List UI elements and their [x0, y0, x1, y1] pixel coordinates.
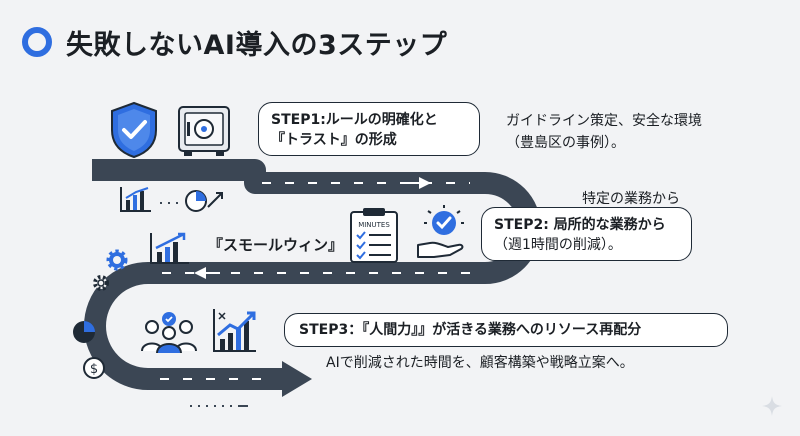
- step1-label-line2: 『トラスト』の形成: [271, 132, 397, 148]
- checklist-header: MINUTES: [358, 221, 390, 229]
- title-row: 失敗しないAI導入の3ステップ: [22, 20, 447, 64]
- team-icon: [141, 312, 197, 354]
- shield-check-icon: [111, 101, 157, 159]
- step2-bubble: STEP2: 局所的な業務から （週1時間の削減）。: [481, 207, 692, 261]
- step3-description: AIで削減された時間を、顧客構築や戦略立案へ。: [326, 355, 634, 371]
- step1-desc-line2: （豊島区の事例）。: [506, 135, 625, 151]
- step3-bubble: STEP3：『人間力』』が活きる業務へのリソース再配分: [284, 313, 728, 347]
- hand-check-icon: [417, 205, 464, 258]
- step2-label-line2: （週1時間の削減）。: [494, 237, 622, 253]
- svg-text:$: $: [90, 362, 98, 377]
- step2-pre-label: 特定の業務から: [582, 191, 680, 207]
- chart-up-icon: [213, 309, 256, 352]
- title-ring-icon: [22, 27, 52, 57]
- safe-icon: [178, 106, 230, 156]
- gear-icon-small: [93, 275, 109, 291]
- step1-bubble: STEP1:ルールの明確化と 『トラスト』の形成: [258, 102, 480, 156]
- bar-chart-icon: [120, 187, 151, 212]
- sparkle-icon: [762, 396, 782, 416]
- small-win-label: 『スモールウィン』: [208, 236, 344, 254]
- pie-chart-icon: [185, 190, 223, 212]
- step1-label-line1: STEP1:ルールの明確化と: [271, 112, 438, 128]
- pie-chart-icon-left: [73, 321, 95, 343]
- gear-icon: [106, 249, 128, 271]
- step1-desc-line1: ガイドライン策定、安全な環境: [506, 113, 702, 129]
- step1-description: ガイドライン策定、安全な環境 （豊島区の事例）。: [506, 110, 702, 154]
- page-title: 失敗しないAI導入の3ステップ: [66, 29, 448, 61]
- dollar-icon: $: [83, 357, 105, 379]
- checklist-icon: MINUTES: [350, 208, 398, 263]
- growth-chart-icon: [150, 232, 189, 264]
- step2-label-line1: STEP2: 局所的な業務から: [494, 217, 666, 233]
